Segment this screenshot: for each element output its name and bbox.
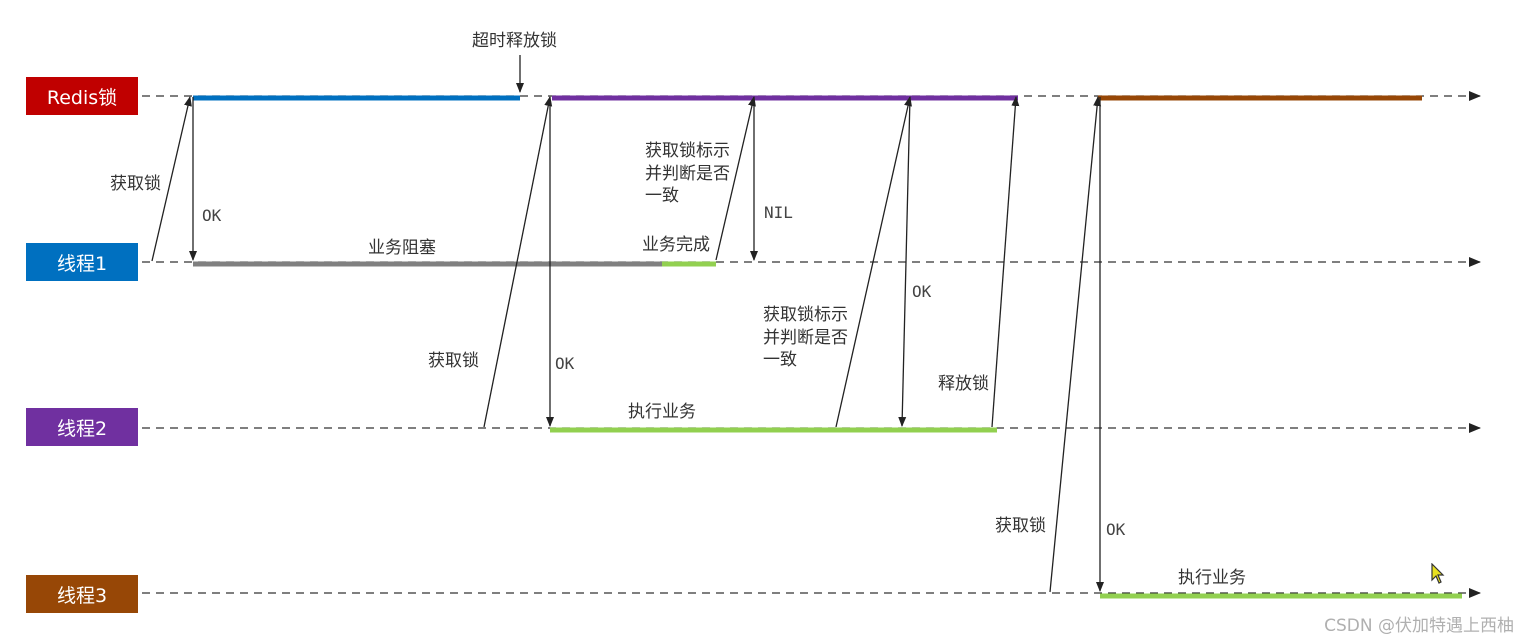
lane-label-thread1: 线程1	[26, 243, 138, 281]
arrow-t3-acquire	[1049, 96, 1102, 593]
lane-label-redis: Redis锁	[26, 77, 138, 115]
arrow-t2-release	[991, 96, 1020, 428]
label-timeout-release: 超时释放锁	[472, 31, 557, 51]
label-t3-exec: 执行业务	[1178, 568, 1246, 588]
label-t2-check-line2: 并判断是否	[763, 328, 848, 348]
label-t1-check-line3: 一致	[645, 186, 679, 206]
label-t2-check-line3: 一致	[763, 350, 797, 370]
label-t2-check-ok: OK	[912, 282, 932, 301]
label-t1-ok: OK	[202, 206, 222, 225]
lane-label-thread2: 线程2	[26, 408, 138, 446]
label-t2-exec: 执行业务	[628, 402, 696, 422]
label-t1-check-line2: 并判断是否	[645, 164, 730, 184]
label-t1-acquire: 获取锁	[110, 174, 161, 194]
mouse-cursor-icon	[1431, 563, 1445, 584]
label-t3-acquire: 获取锁	[995, 516, 1046, 536]
arrow-t2-check-ok	[898, 96, 911, 427]
label-t1-check-line1: 获取锁标示	[645, 141, 730, 161]
label-t1-done: 业务完成	[642, 235, 710, 255]
label-t2-check-line1: 获取锁标示	[763, 305, 848, 325]
arrow-t1-check	[715, 96, 756, 261]
label-t3-ok: OK	[1106, 520, 1126, 539]
label-t1-nil: NIL	[764, 203, 793, 222]
arrow-t2-acquire	[483, 96, 553, 428]
label-t2-release: 释放锁	[938, 374, 989, 394]
lane-label-thread3: 线程3	[26, 575, 138, 613]
arrow-t1-acquire	[151, 96, 192, 262]
label-t1-blocked: 业务阻塞	[368, 238, 436, 258]
label-t2-ok: OK	[555, 354, 575, 373]
arrow-t2-check	[835, 96, 912, 428]
label-t2-acquire: 获取锁	[428, 351, 479, 371]
watermark: CSDN @伏加特遇上西柚	[1324, 616, 1514, 636]
